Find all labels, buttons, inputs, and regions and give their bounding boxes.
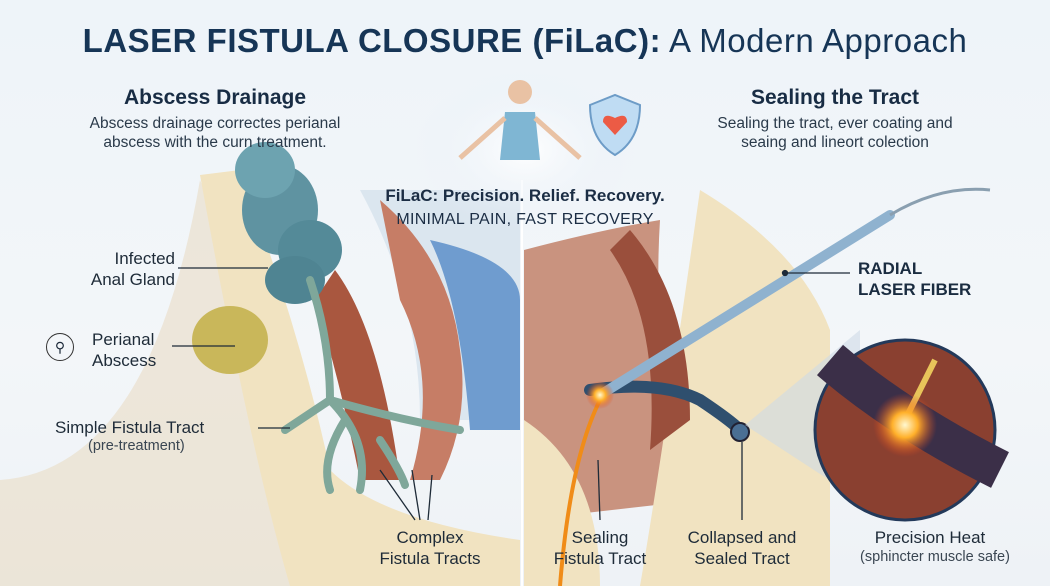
leader-lines <box>172 267 850 521</box>
label-precision-heat: Precision Heat <box>874 528 986 547</box>
right-heading: Sealing the Tract <box>750 86 920 109</box>
right-anatomy <box>524 187 991 586</box>
patient-relief-figure <box>415 70 642 230</box>
label-sphincter-safe: (sphincter muscle safe) <box>860 549 1010 565</box>
center-tagline: FiLaC: Precision. Relief. Recovery. MINI… <box>385 186 665 228</box>
left-heading: Abscess Drainage <box>123 86 307 109</box>
label-simple-fistula-tract: Simple Fistula Tract <box>55 418 205 437</box>
laser-fiber <box>595 210 895 400</box>
pelvis-icon: ⚲ <box>46 333 74 361</box>
left-anatomy <box>0 142 520 586</box>
precision-heat-inset <box>745 330 1009 522</box>
page-title: LASER FISTULA CLOSURE (FiLaC): A Modern … <box>82 22 968 59</box>
patient-head <box>508 80 532 104</box>
label-pre-treatment: (pre-treatment) <box>88 438 185 454</box>
